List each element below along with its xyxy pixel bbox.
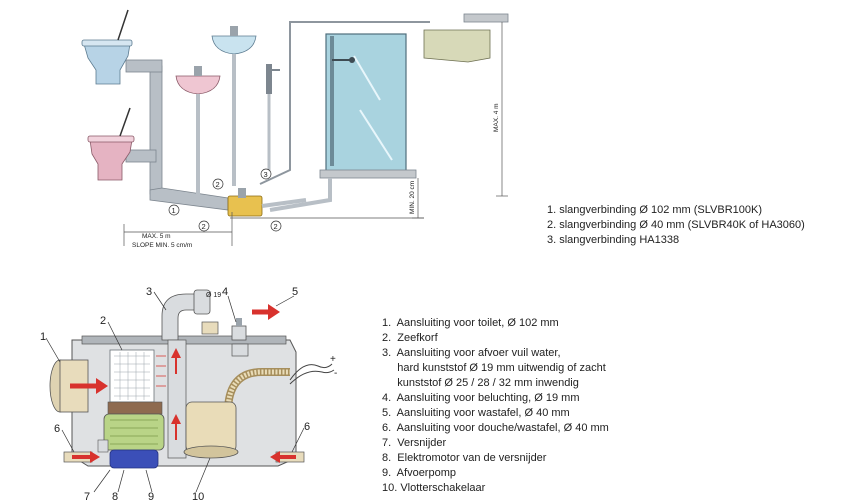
bottom-legend-item: 4. Aansluiting voor beluchting, Ø 19 mm: [382, 392, 580, 404]
callout-top-2a: 2: [216, 180, 220, 189]
soil-pipe: [125, 59, 229, 211]
bottom-legend-item: hard kunststof Ø 19 mm uitwendig of zach…: [382, 362, 606, 374]
callout-bottom-5: 5: [292, 286, 298, 298]
callout-top-1: 1: [172, 206, 176, 215]
bottom-legend-item: 1. Aansluiting voor toilet, Ø 102 mm: [382, 317, 559, 329]
vent-connector: [231, 318, 247, 341]
toilet-lower: [87, 107, 135, 181]
bottom-leaders: [45, 291, 305, 493]
bottom-legend-item: 9. Afvoerpomp: [382, 467, 456, 479]
pump-unit: [227, 188, 307, 217]
basin-upper: [211, 26, 257, 186]
callout-bottom-6a: 6: [54, 423, 60, 435]
pipe-size-label: Ø 19: [206, 292, 221, 299]
top-callouts: [168, 168, 282, 232]
minus-sign: -: [334, 368, 337, 379]
discharge-outlet: [161, 289, 219, 459]
callout-top-2b: 2: [202, 222, 206, 231]
bottom-legend-item: 3. Aansluiting voor afvoer vuil water,: [382, 347, 561, 359]
bottom-legend: 1. Aansluiting voor toilet, Ø 102 mm 2. …: [382, 316, 609, 496]
filter-basket: [109, 349, 166, 403]
shower-cabin: [269, 33, 417, 212]
wall-tap: [266, 64, 280, 176]
float-switch: [183, 401, 239, 459]
bottom-legend-item: 2. Zeefkorf: [382, 332, 438, 344]
bottom-legend-item: 8. Elektromotor van de versnijder: [382, 452, 547, 464]
plus-sign: +: [330, 354, 336, 365]
callout-bottom-7: 7: [84, 491, 90, 503]
callout-bottom-3: 3: [146, 286, 152, 298]
top-legend-item: 1. slangverbinding Ø 102 mm (SLVBR100K): [547, 204, 763, 216]
callout-bottom-10: 10: [192, 491, 204, 503]
cutter-assembly: [97, 401, 165, 469]
dim-min-height: MIN. 20 cm: [409, 181, 416, 214]
bottom-legend-item: 7. Versnijder: [382, 437, 447, 449]
bottom-legend-item: 5. Aansluiting voor wastafel, Ø 40 mm: [382, 407, 570, 419]
callout-top-3: 3: [264, 170, 268, 179]
basin-lower: [175, 66, 221, 200]
toilet-inlet: [49, 359, 108, 413]
dim-max-length: MAX. 5 m: [142, 233, 171, 240]
callout-top-2c: 2: [274, 222, 278, 231]
callout-bottom-2: 2: [100, 315, 106, 327]
bottom-legend-item: 6. Aansluiting voor douche/wastafel, Ø 4…: [382, 422, 609, 434]
basin-inlet: [231, 304, 280, 357]
toilet-upper: [81, 9, 133, 85]
top-legend-item: 2. slangverbinding Ø 40 mm (SLVBR40K of …: [547, 219, 805, 231]
dim-max-height: MAX. 4 m: [493, 103, 500, 132]
top-legend: 1. slangverbinding Ø 102 mm (SLVBR100K) …: [547, 203, 805, 248]
dimension-lines: [123, 22, 508, 246]
power-cable: [289, 363, 335, 385]
callout-bottom-8: 8: [112, 491, 118, 503]
callout-bottom-1: 1: [40, 331, 46, 343]
callout-bottom-9: 9: [148, 491, 154, 503]
callout-bottom-4: 4: [222, 286, 228, 298]
top-legend-item: 3. slangverbinding HA1338: [547, 234, 680, 246]
callout-bottom-6b: 6: [304, 421, 310, 433]
upper-tank: [423, 13, 509, 63]
discharge-line: [259, 21, 430, 185]
bottom-legend-item: 10. Vlotterschakelaar: [382, 482, 486, 494]
bottom-legend-item: kunststof Ø 25 / 28 / 32 mm inwendig: [382, 377, 579, 389]
shower-inlets: [63, 451, 305, 463]
dim-slope: SLOPE MIN. 5 cm/m: [132, 242, 192, 249]
